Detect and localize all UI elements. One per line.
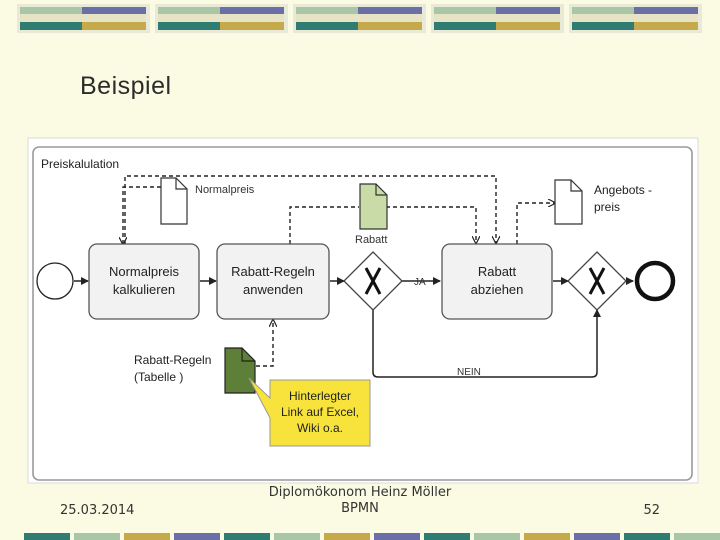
task-rabatt-regeln-anwenden: Rabatt-Regeln anwenden [216, 243, 330, 320]
footer-author-block: Diplomökonom Heinz Möller BPMN [200, 485, 520, 517]
data-object-label-angebotspreis: Angebots - [594, 183, 652, 197]
callout-text-line: Wiki o.a. [297, 421, 343, 435]
bottom-band-block [674, 533, 720, 540]
top-band-stripe [296, 7, 358, 14]
association-rabatt-regeln [256, 320, 273, 367]
task-label-line: kalkulieren [113, 282, 175, 297]
association-rabatt-in [289, 206, 359, 244]
top-band-stripe [434, 14, 496, 22]
bottom-band-block [224, 533, 270, 540]
bottom-band-block [524, 533, 570, 540]
flow-label-ja: JA [414, 277, 426, 288]
footer-date: 25.03.2014 [60, 503, 135, 518]
top-band-stripe [434, 22, 496, 30]
association-normalpreis-to-abziehen [124, 175, 496, 244]
task-label-line: abziehen [471, 282, 524, 297]
data-object-rabatt [359, 183, 388, 230]
top-band-stripe [358, 14, 422, 22]
top-band-stripe [296, 22, 358, 30]
task-label-line: Normalpreis [109, 264, 180, 279]
top-band-stripe [296, 14, 358, 22]
footer-topic: BPMN [341, 501, 379, 516]
bottom-band-block [474, 533, 520, 540]
data-object-label-rabatt-regeln: (Tabelle ) [134, 370, 183, 384]
data-object-label-rabatt-regeln: Rabatt-Regeln [134, 353, 211, 367]
callout-text-line: Link auf Excel, [281, 405, 359, 419]
top-band-stripe [20, 7, 82, 14]
footer-page-number: 52 [643, 503, 660, 518]
slide-title: Beispiel [80, 72, 172, 100]
callout-text-line: Hinterlegter [289, 389, 351, 403]
top-band-stripe [434, 7, 496, 14]
top-band-stripe [358, 22, 422, 30]
top-band-stripe [496, 14, 560, 22]
data-object-rabatt-regeln-tabelle [224, 347, 256, 394]
task-label-line: anwenden [243, 282, 303, 297]
task-normalpreis-kalkulieren: Normalpreis kalkulieren [88, 243, 200, 320]
data-object-label-rabatt: Rabatt [355, 234, 387, 246]
top-band-stripe [220, 22, 284, 30]
top-band-stripe [572, 14, 634, 22]
top-band-stripe [634, 14, 698, 22]
flow-label-nein: NEIN [457, 367, 481, 378]
data-object-label-normalpreis: Normalpreis [195, 184, 255, 196]
top-band-stripe [82, 14, 146, 22]
exclusive-gateway-rabatt [343, 251, 403, 311]
top-band-stripe [220, 14, 284, 22]
association-normalpreis-in [123, 186, 175, 244]
top-band-stripe [572, 7, 634, 14]
pool-label: Preiskalulation [41, 157, 119, 171]
bottom-band-block [324, 533, 370, 540]
top-band-stripe [82, 22, 146, 30]
bottom-band-block [374, 533, 420, 540]
top-band-stripe [158, 14, 220, 22]
top-band-stripe [634, 22, 698, 30]
bottom-band-block [174, 533, 220, 540]
task-label-line: Rabatt [478, 264, 517, 279]
flow-nein [372, 309, 601, 378]
top-band-stripe [158, 7, 220, 14]
top-band-stripe [82, 7, 146, 14]
data-object-normalpreis [160, 177, 188, 225]
bottom-band-block [74, 533, 120, 540]
start-event [36, 262, 74, 300]
top-band-stripe [220, 7, 284, 14]
top-band-stripe [572, 22, 634, 30]
bottom-band-block [124, 533, 170, 540]
bottom-band-block [424, 533, 470, 540]
task-label-line: Rabatt-Regeln [231, 264, 315, 279]
bottom-decoration-band [24, 533, 720, 540]
top-band-stripe [158, 22, 220, 30]
association-angebotspreis [516, 203, 555, 244]
top-band-stripe [358, 7, 422, 14]
top-band-stripe [496, 7, 560, 14]
top-band-stripe [634, 7, 698, 14]
end-event [634, 260, 676, 302]
top-decoration-band [17, 4, 702, 33]
pool [32, 146, 693, 481]
top-band-stripe [20, 14, 82, 22]
callout-note [248, 377, 371, 447]
bottom-band-block [624, 533, 670, 540]
footer-author: Diplomökonom Heinz Möller [268, 485, 452, 500]
data-object-label-angebotspreis: preis [594, 200, 620, 214]
bottom-band-block [24, 533, 70, 540]
bottom-band-block [574, 533, 620, 540]
data-object-angebotspreis [554, 179, 583, 225]
top-band-stripe [496, 22, 560, 30]
top-band-stripe [20, 22, 82, 30]
task-rabatt-abziehen: Rabatt abziehen [441, 243, 553, 320]
association-rabatt-out [386, 206, 476, 243]
exclusive-gateway-merge [567, 251, 627, 311]
bottom-band-block [274, 533, 320, 540]
